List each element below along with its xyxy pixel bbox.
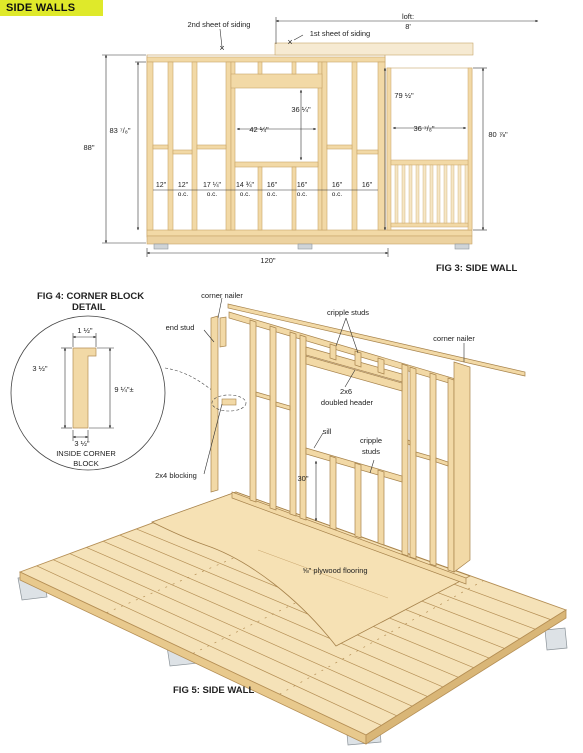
spacing-oc: o.c. — [178, 191, 189, 198]
spacing-oc: o.c. — [297, 191, 308, 198]
sheet-marker-x2: × — [287, 37, 292, 47]
label-loft-width: 8' — [405, 22, 411, 31]
label-cripple-studs-top: cripple studs — [327, 308, 369, 317]
window-header — [230, 73, 323, 89]
baluster — [436, 164, 441, 224]
baluster — [408, 164, 413, 224]
dim-door-width: 36 ⁷/₈" — [414, 124, 435, 133]
label-cripple-mid-1: cripple — [360, 436, 382, 445]
label-corner-nailer-right: corner nailer — [433, 334, 475, 343]
fig4-dim-bottom: 3 ½" — [74, 439, 90, 448]
label-end-stud: end stud — [166, 323, 195, 332]
fig3-side-wall-elevation: × × 2nd sheet of siding 1st sheet of sid… — [83, 12, 539, 274]
joist — [86, 547, 428, 697]
label-loft: loft: — [402, 12, 414, 21]
spacing-oc: o.c. — [240, 191, 251, 198]
dim-height-stud: 83 ⁷/₈" — [110, 126, 131, 135]
wall-frame — [227, 303, 526, 585]
label-first-sheet: 1st sheet of siding — [310, 29, 370, 38]
baluster — [443, 164, 448, 224]
baluster — [422, 164, 427, 224]
section-title: SIDE WALLS — [0, 0, 103, 16]
label-doubled-header-1: 2x6 — [340, 387, 352, 396]
spacing-oc: o.c. — [267, 191, 278, 198]
baluster — [429, 164, 434, 224]
blocking-detail-marker — [211, 394, 247, 412]
label-cripple-mid-2: studs — [362, 447, 380, 456]
corner-nailer-left-part — [219, 316, 227, 348]
fig4-caption-line1: INSIDE CORNER — [56, 449, 116, 458]
dim-header-height: 36 ¼" — [291, 105, 311, 114]
spacing-value: 12" — [156, 182, 167, 189]
loft-strip — [274, 42, 474, 56]
baluster — [457, 164, 462, 224]
dim-width-total: 120" — [260, 256, 276, 265]
label-doubled-header-2: doubled header — [321, 398, 374, 407]
label-corner-nailer-left: corner nailer — [201, 291, 243, 300]
fig3-title: FIG 3: SIDE WALL — [436, 263, 517, 274]
fig4-title-line2: DETAIL — [72, 302, 106, 313]
dim-window-width: 42 ¼" — [249, 125, 269, 134]
baluster — [464, 164, 469, 224]
baluster — [401, 164, 406, 224]
door-railing — [386, 67, 473, 231]
spacing-value: 12" — [178, 182, 189, 189]
fig5-side-wall-isometric: corner nailer end stud cripple studs cor… — [17, 291, 568, 746]
corner-block — [72, 347, 97, 429]
bottom-plate — [146, 229, 473, 237]
label-blocking: 2x4 blocking — [155, 471, 197, 480]
fig4-title-line1: FIG 4: CORNER BLOCK — [37, 291, 144, 302]
baluster — [415, 164, 420, 224]
concrete-piers — [153, 243, 470, 250]
label-plywood: ⅝" plywood flooring — [302, 566, 367, 575]
plywood-sheet — [150, 491, 471, 647]
spacing-oc: o.c. — [332, 191, 343, 198]
fig5-title: FIG 5: SIDE WALL — [173, 685, 254, 696]
floor-joist — [146, 235, 473, 245]
label-height-30: 30" — [297, 474, 308, 483]
stud-spacing-labels: 12" 12" o.c. 17 ¼" o.c. 14 ¾" o.c. 16" o.c. 16" o.… — [156, 182, 373, 198]
joist — [119, 534, 459, 678]
fig4-dim-right: 9 ¼"± — [114, 385, 133, 394]
mid-blocking — [152, 144, 379, 155]
joist — [69, 553, 413, 707]
sheet-marker-x1: × — [219, 43, 224, 53]
spacing-value: 17 ¼" — [203, 182, 222, 189]
spacing-value: 16" — [297, 182, 308, 189]
joist — [53, 559, 397, 717]
dim-height-total: 88" — [83, 143, 94, 152]
detail-leader — [164, 367, 219, 396]
top-plate — [146, 56, 386, 63]
spacing-oc: o.c. — [207, 191, 218, 198]
spacing-value: 16" — [332, 182, 343, 189]
end-stud — [210, 315, 219, 493]
baluster — [394, 164, 399, 224]
window-sill — [234, 161, 319, 168]
spacing-value: 14 ¾" — [236, 182, 255, 189]
label-second-sheet: 2nd sheet of siding — [188, 20, 251, 29]
fig4-dim-left: 3 ½" — [32, 364, 48, 373]
fig4-corner-block-detail: FIG 4: CORNER BLOCK DETAIL 1 ½" 3 ½" 9 ¼… — [10, 291, 219, 471]
fig4-dim-top: 1 ½" — [77, 326, 93, 335]
label-sill: sill — [323, 427, 332, 436]
wall-studs — [146, 61, 386, 231]
dim-right-height: 80 ⅞" — [488, 130, 508, 139]
spacing-value: 16" — [362, 182, 373, 189]
dim-door-height: 79 ½" — [394, 91, 414, 100]
spacing-value: 16" — [267, 182, 278, 189]
baluster — [450, 164, 455, 224]
fig4-caption-line2: BLOCK — [73, 459, 98, 468]
